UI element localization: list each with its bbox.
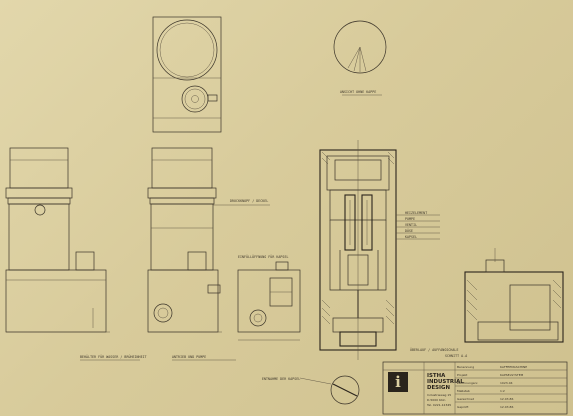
- tb-label-0: Benennung: [457, 365, 474, 369]
- tb-value-5: 12.03.86: [500, 405, 513, 409]
- callout-4: DÜSE: [405, 228, 413, 233]
- section-callouts: HEIZELEMENT PUMPE VENTIL DÜSE KAPSEL: [396, 211, 440, 240]
- bottom-note: ÜBERLAUF / AUFFANGSCHALE: [410, 347, 458, 352]
- tb-label-4: Gezeichnet: [457, 397, 475, 401]
- address-line-3: Tel. 0221-12345: [426, 403, 451, 407]
- address-line-2: D-5000 Köln: [427, 398, 445, 402]
- tb-label-5: Geprüft: [457, 405, 469, 409]
- title-block: i ISTHA INDUSTRIAL DESIGN Industrieweg 1…: [382, 361, 568, 415]
- detail-view: ANSICHT OHNE KAPPE: [333, 20, 387, 96]
- detail-label: ANSICHT OHNE KAPPE: [340, 90, 376, 94]
- section-label: SCHNITT A-A: [445, 354, 467, 358]
- tb-label-2: Zeichnungsnr.: [457, 381, 478, 385]
- tb-label-1: Projekt: [457, 373, 468, 377]
- side-view: [237, 261, 301, 341]
- middle-elevation: ANTRIEB UND PUMPE: [147, 147, 236, 361]
- tb-value-4: 12.03.86: [500, 397, 513, 401]
- bottom-annotation: ENTNAHME DER KAPSEL: [262, 377, 300, 381]
- logo-letter: i: [395, 373, 401, 391]
- company-name-3: DESIGN: [427, 385, 450, 391]
- tb-value-2: 1023-04: [500, 381, 513, 385]
- callout-2: PUMPE: [405, 217, 415, 221]
- callout-3: VENTIL: [405, 223, 417, 227]
- section-view: [319, 140, 397, 360]
- tb-value-3: 1:2: [500, 389, 505, 393]
- side-annotation: EINFÜLLÖFFNUNG FÜR KAPSEL: [238, 254, 288, 259]
- address-line-1: Industrieweg 15: [427, 393, 451, 397]
- left-annotation: BEHÄLTER FÜR WASSER / BRÜHEINHEIT: [80, 354, 147, 359]
- upper-annotation: DRUCKKNOPF / DECKEL: [230, 199, 268, 203]
- company-name-1: ISTHA: [427, 373, 446, 379]
- tb-value-0: KAFFEEMASCHINE: [500, 365, 527, 369]
- callout-1: HEIZELEMENT: [405, 211, 427, 215]
- middle-annotation: ANTRIEB UND PUMPE: [172, 355, 206, 359]
- tb-label-3: Maßstab: [457, 389, 470, 393]
- logo-mark: [388, 372, 408, 392]
- left-elevation: BEHÄLTER FÜR WASSER / BRÜHEINHEIT: [5, 147, 147, 361]
- bottom-detail: ENTNAHME DER KAPSEL: [262, 375, 360, 405]
- callout-5: KAPSEL: [405, 235, 417, 239]
- right-section: [464, 248, 564, 343]
- tb-value-1: KAPSELSYSTEM: [500, 373, 524, 377]
- top-view: [152, 16, 222, 133]
- company-name-2: INDUSTRIAL: [427, 379, 464, 385]
